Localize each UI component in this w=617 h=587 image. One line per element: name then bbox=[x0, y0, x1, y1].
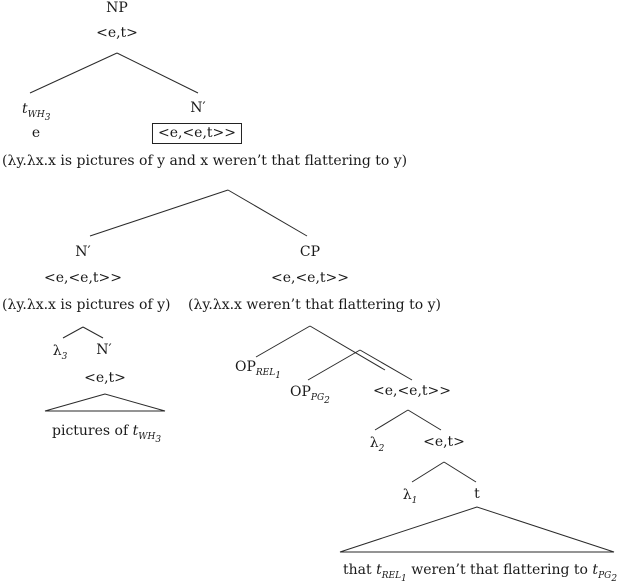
nbar-mid-type: <e,<e,t>> bbox=[43, 270, 123, 286]
nbar-low-type: <e,t> bbox=[84, 370, 126, 386]
branch-cp-opr bbox=[255, 325, 311, 358]
nbar-mid-label: N′ bbox=[75, 244, 91, 260]
branch-et-t bbox=[443, 461, 477, 483]
branch-et-lambda1 bbox=[411, 461, 445, 483]
triangle-pictures bbox=[44, 393, 166, 412]
branch-type-lambda2 bbox=[374, 409, 409, 431]
op-rel1: OPREL1 bbox=[235, 359, 281, 381]
nbar-top-label: N′ bbox=[190, 100, 206, 116]
branch-np-trace bbox=[29, 52, 118, 94]
branch-cp-inner bbox=[309, 325, 386, 371]
lambda3: λ3 bbox=[52, 343, 68, 362]
t-node: t bbox=[474, 486, 480, 502]
branch-inner-oppg bbox=[307, 349, 361, 381]
lambda1: λ1 bbox=[402, 487, 418, 506]
branch-nbar-cp bbox=[227, 189, 308, 237]
branch-np-nbar bbox=[116, 52, 199, 94]
cp-gloss: (λy.λx.x weren’t that flattering to y) bbox=[188, 297, 441, 313]
triangle-clause bbox=[339, 506, 615, 553]
nbar-top-gloss: (λy.λx.x is pictures of y and x weren’t … bbox=[2, 153, 408, 169]
et-lower-type: <e,t> bbox=[423, 434, 465, 450]
np-type: <e,t> bbox=[96, 25, 138, 41]
nbar-mid-gloss: (λy.λx.x is pictures of y) bbox=[2, 297, 171, 313]
pictures-of-trace: pictures of tWH3 bbox=[52, 423, 162, 445]
nbar-low-label: N′ bbox=[96, 342, 112, 358]
branch-nbar-nbar-low bbox=[82, 326, 104, 339]
nbar-top-type-box: <e,<e,t>> bbox=[151, 123, 243, 144]
branch-type-et bbox=[407, 409, 442, 431]
branch-inner-type bbox=[359, 349, 413, 381]
cp-type: <e,<e,t>> bbox=[270, 270, 350, 286]
lambda2: λ2 bbox=[369, 435, 385, 454]
branch-nbar-nbar bbox=[89, 189, 229, 237]
cp-label: CP bbox=[299, 244, 321, 260]
clause-text: that tREL1 weren’t that flattering to tP… bbox=[343, 562, 617, 584]
trace-wh3: tWH3 bbox=[22, 101, 51, 123]
branch-nbar-lambda3 bbox=[62, 326, 84, 339]
trace-type-e: e bbox=[31, 125, 41, 141]
op-pg2: OPPG2 bbox=[290, 384, 330, 406]
inner-type: <e,<e,t>> bbox=[372, 383, 452, 399]
np-label: NP bbox=[106, 0, 128, 16]
